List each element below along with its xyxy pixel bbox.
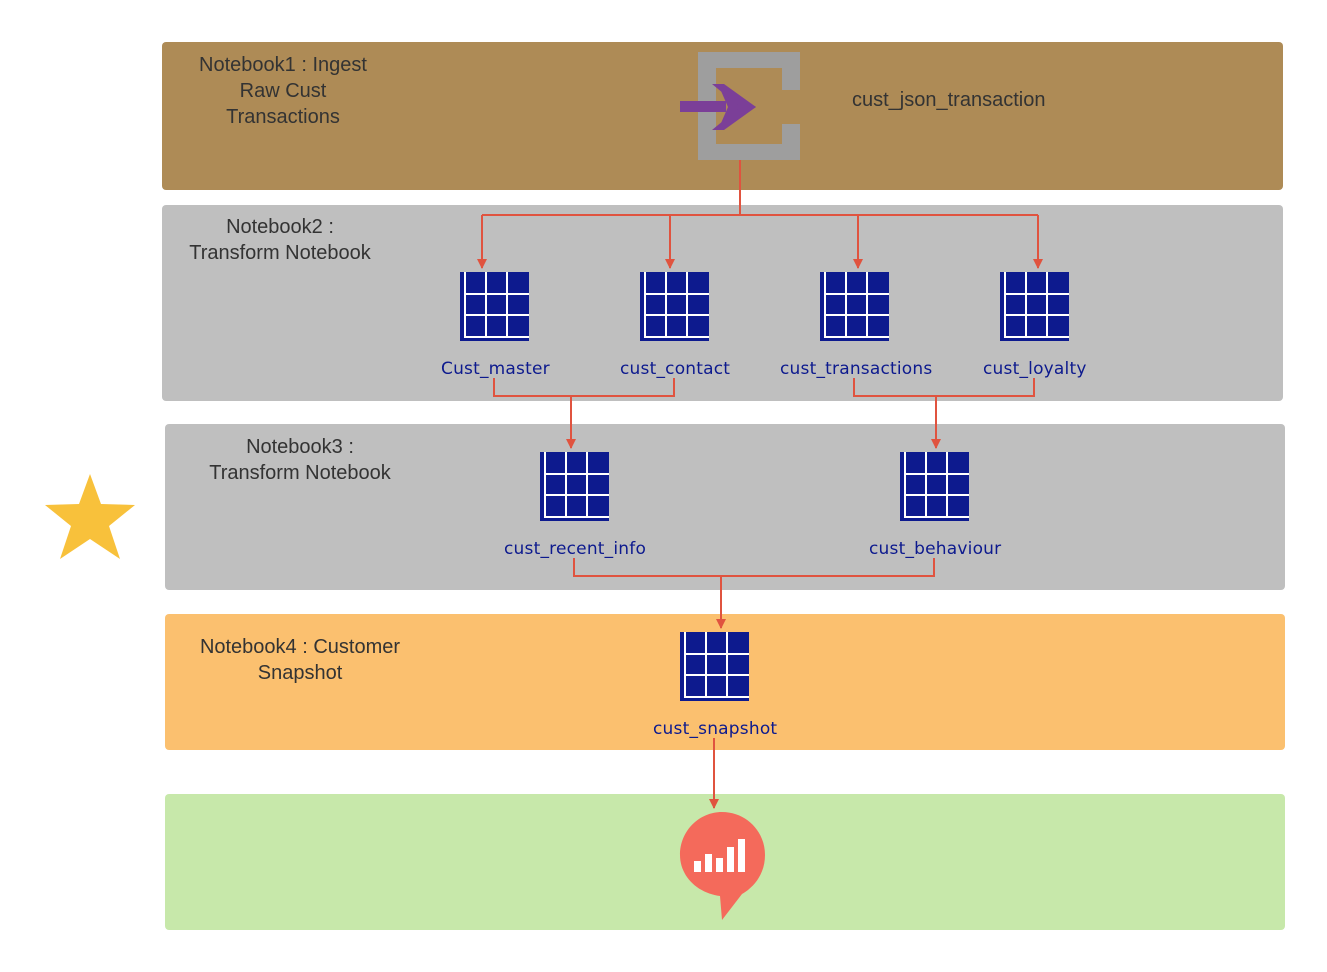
ingest-arrow-icon	[680, 52, 800, 160]
table-icon	[640, 272, 709, 341]
lane3-title: Notebook3 : Transform Notebook	[209, 436, 391, 484]
lane-notebook2	[162, 205, 1283, 401]
table-label-cust-master: Cust_master	[441, 359, 550, 379]
table-label-cust-behaviour: cust_behaviour	[869, 539, 1002, 559]
table-icon	[900, 452, 969, 521]
table-icon	[1000, 272, 1069, 341]
table-label-cust-contact: cust_contact	[620, 359, 731, 379]
table-label-cust-loyalty: cust_loyalty	[983, 359, 1087, 379]
connectors	[477, 160, 1043, 809]
report-chart-icon	[680, 812, 765, 920]
source-label: cust_json_transaction	[852, 89, 1046, 111]
lane1-title: Notebook1 : Ingest Raw Cust Transactions	[199, 54, 367, 128]
lane4-title: Notebook4 : Customer Snapshot	[199, 636, 401, 684]
table-icon	[460, 272, 529, 341]
connector-recent-behaviour-merge	[573, 558, 935, 577]
table-icons	[460, 272, 1069, 701]
connector-transactions-loyalty-merge	[853, 378, 1035, 397]
table-label-cust-transactions: cust_transactions	[780, 359, 933, 379]
lane-notebook3	[165, 424, 1285, 590]
lane2-title: Notebook2 : Transform Notebook	[189, 216, 371, 264]
star-icon	[45, 474, 135, 559]
table-icon	[540, 452, 609, 521]
table-icon	[820, 272, 889, 341]
table-label-cust-recent-info: cust_recent_info	[504, 539, 647, 559]
table-icon	[680, 632, 749, 701]
connector-master-contact-merge	[493, 378, 675, 397]
table-label-cust-snapshot: cust_snapshot	[653, 719, 778, 739]
